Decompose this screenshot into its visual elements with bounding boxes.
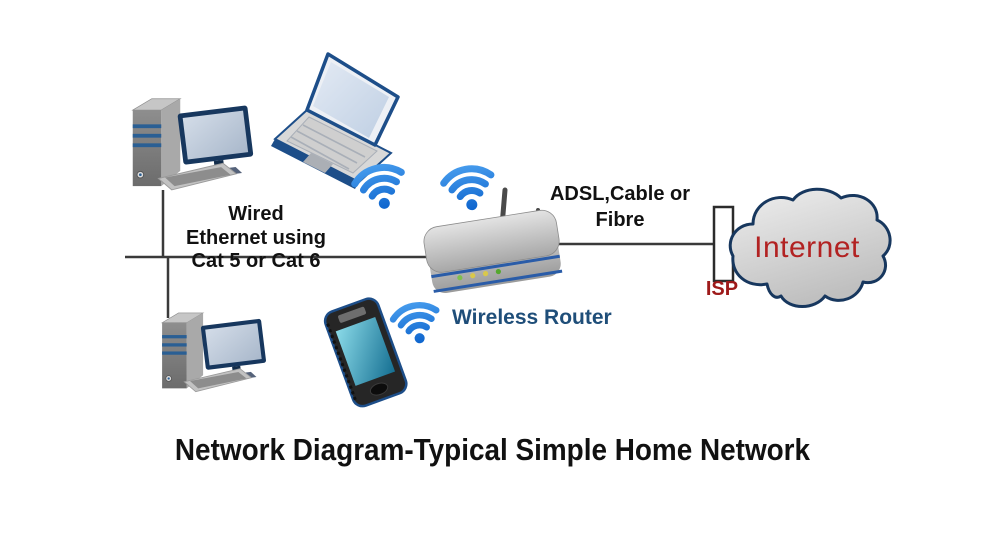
- desktop-computer-icon: [161, 312, 269, 393]
- wired-ethernet-label: Wired Ethernet using Cat 5 or Cat 6: [185, 203, 326, 273]
- wifi-signal-icon: [391, 301, 442, 347]
- laptop-icon: [271, 52, 400, 189]
- desktop-computer-icon: [132, 98, 256, 191]
- internet-label: Internet: [754, 231, 860, 264]
- wireless-router-label: Wireless Router: [452, 306, 612, 329]
- ethernet-lines: [125, 190, 714, 318]
- internet-cloud-icon: [728, 187, 892, 308]
- adsl-cable-fibre-label: ADSL,Cable or Fibre: [549, 183, 691, 231]
- wifi-signal-icon: [442, 165, 496, 214]
- isp-label: ISP: [705, 278, 739, 300]
- wireless-router-icon: [423, 187, 563, 294]
- diagram-title: Network Diagram-Typical Simple Home Netw…: [174, 432, 811, 467]
- smartphone-icon: [323, 297, 408, 408]
